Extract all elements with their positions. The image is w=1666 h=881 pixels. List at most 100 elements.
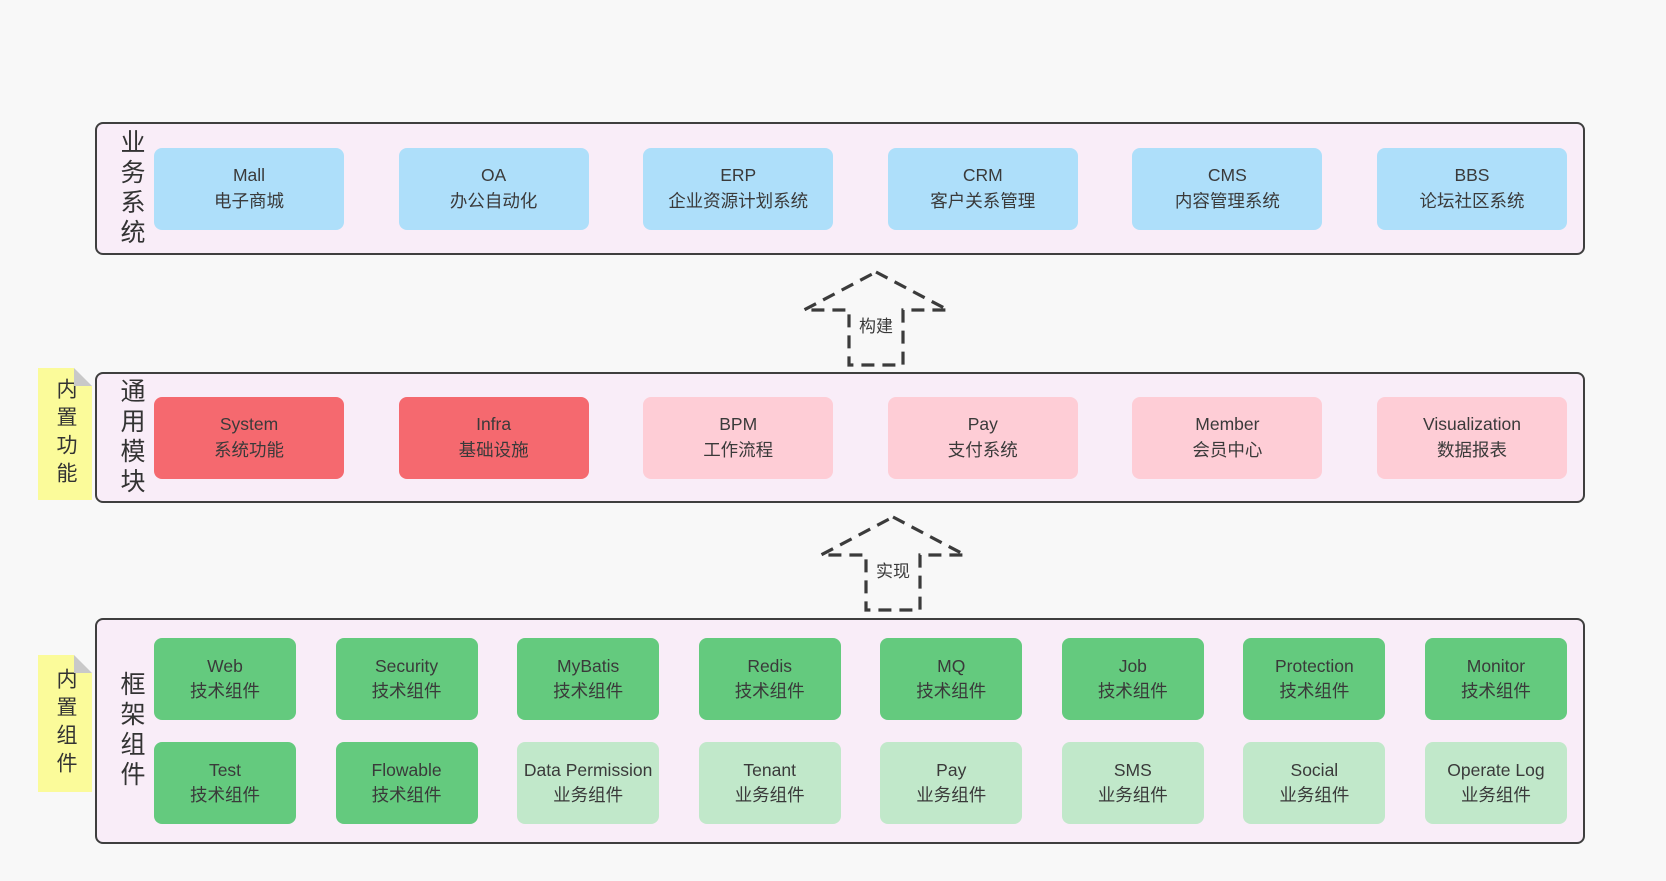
box-title: Pay <box>967 414 998 435</box>
box-title: Redis <box>747 655 793 676</box>
box-subtitle: 支付系统 <box>947 439 1018 460</box>
box-subtitle: 系统功能 <box>214 439 284 460</box>
diagram-box: CMS 内容管理系统 <box>1132 147 1323 230</box>
box-title: Monitor <box>1466 655 1526 676</box>
diagram-box: Security 技术组件 <box>335 638 478 720</box>
dashed-up-arrow-icon <box>820 515 966 612</box>
box-subtitle: 技术组件 <box>553 681 624 701</box>
diagram-box: Data Permission 业务组件 <box>517 742 660 824</box>
box-title: Member <box>1195 414 1260 435</box>
diagram-box: Operate Log 业务组件 <box>1424 742 1567 824</box>
box-title: Operate Log <box>1447 759 1545 780</box>
box-subtitle: 技术组件 <box>734 681 805 701</box>
diagram-box: Infra 基础设施 <box>398 396 589 479</box>
box-subtitle: 客户关系管理 <box>930 190 1036 211</box>
diagram-box: Pay 业务组件 <box>880 742 1023 824</box>
diagram-box: BPM 工作流程 <box>643 396 834 479</box>
box-subtitle: 技术组件 <box>916 681 987 701</box>
box-subtitle: 会员中心 <box>1192 439 1263 460</box>
box-title: Infra <box>476 414 512 435</box>
dashed-up-arrow-icon <box>803 270 949 367</box>
box-subtitle: 电子商城 <box>214 190 284 211</box>
box-subtitle: 技术组件 <box>1279 681 1350 701</box>
box-title: CRM <box>962 165 1003 186</box>
box-subtitle: 技术组件 <box>190 681 260 701</box>
diagram-box: Pay 支付系统 <box>887 396 1078 479</box>
box-subtitle: 论坛社区系统 <box>1419 190 1525 211</box>
box-subtitle: 业务组件 <box>1460 785 1531 805</box>
layer-label-business: 业务系统 <box>117 128 145 249</box>
box-title: System <box>219 414 279 435</box>
layer-label-components: 框架组件 <box>117 671 145 791</box>
layer-business-systems: 业务系统 Mall 电子商城 OA 办公自动化 ERP 企业资源计划系统 CRM 客户关系管理… <box>95 122 1585 255</box>
diagram-box: OA 办公自动化 <box>398 147 589 230</box>
box-subtitle: 工作流程 <box>703 439 774 460</box>
box-title: MQ <box>937 655 966 676</box>
diagram-box: Tenant 业务组件 <box>698 742 841 824</box>
box-title: OA <box>480 165 507 186</box>
box-subtitle: 企业资源计划系统 <box>668 190 809 211</box>
sticky-note-builtin-features: 内置功能 <box>38 368 92 500</box>
box-title: Mall <box>232 165 266 186</box>
diagram-box: Social 业务组件 <box>1243 742 1386 824</box>
diagram-box: MyBatis 技术组件 <box>517 638 660 720</box>
box-subtitle: 技术组件 <box>1097 681 1168 701</box>
box-title: CMS <box>1207 165 1247 186</box>
box-subtitle: 基础设施 <box>458 439 529 460</box>
arrow-implement: 实现 <box>817 513 969 613</box>
arrow-implement-label: 实现 <box>873 557 913 582</box>
box-title: Visualization <box>1423 414 1521 435</box>
diagram-box: Protection 技术组件 <box>1243 638 1386 720</box>
box-subtitle: 技术组件 <box>371 785 442 805</box>
box-title: SMS <box>1113 759 1152 780</box>
box-title: Data Permission <box>523 759 653 780</box>
box-subtitle: 业务组件 <box>734 785 805 805</box>
layer-label-modules: 通用模块 <box>117 377 145 498</box>
diagram-box: SMS 业务组件 <box>1061 742 1204 824</box>
box-title: BPM <box>719 414 758 435</box>
diagram-box: Redis 技术组件 <box>698 638 841 720</box>
diagram-box: System 系统功能 <box>154 396 344 479</box>
box-subtitle: 技术组件 <box>1460 681 1531 701</box>
box-subtitle: 内容管理系统 <box>1174 190 1280 211</box>
diagram-box: Mall 电子商城 <box>154 147 344 230</box>
box-title: MyBatis <box>557 655 620 676</box>
diagram-box: Monitor 技术组件 <box>1424 638 1567 720</box>
diagram-box: Flowable 技术组件 <box>335 742 478 824</box>
diagram-box: BBS 论坛社区系统 <box>1376 147 1567 230</box>
diagram-box: CRM 客户关系管理 <box>887 147 1078 230</box>
diagram-box: Web 技术组件 <box>154 638 296 720</box>
arrow-build: 构建 <box>800 268 952 368</box>
box-title: BBS <box>1454 165 1490 186</box>
box-subtitle: 业务组件 <box>553 785 624 805</box>
diagram-box: ERP 企业资源计划系统 <box>643 147 834 230</box>
business-boxes: Mall 电子商城 OA 办公自动化 ERP 企业资源计划系统 CRM 客户关系管理 CMS 内容… <box>154 124 1567 253</box>
box-subtitle: 业务组件 <box>916 785 987 805</box>
box-title: Protection <box>1274 655 1354 676</box>
box-subtitle: 技术组件 <box>371 681 442 701</box>
box-title: Web <box>207 655 243 676</box>
box-subtitle: 办公自动化 <box>449 190 538 211</box>
box-title: Social <box>1290 759 1339 780</box>
layer-common-modules: 通用模块 System 系统功能 Infra 基础设施 BPM 工作流程 Pay 支付系统 Me… <box>95 372 1585 503</box>
box-title: Tenant <box>743 759 796 780</box>
box-subtitle: 技术组件 <box>190 785 260 805</box>
diagram-box: MQ 技术组件 <box>880 638 1023 720</box>
box-title: ERP <box>720 165 757 186</box>
box-title: Pay <box>936 759 967 780</box>
arrow-build-label: 构建 <box>856 312 896 337</box>
box-subtitle: 业务组件 <box>1097 785 1168 805</box>
box-title: Security <box>374 655 439 676</box>
sticky-note-builtin-features-label: 内置功能 <box>54 378 77 490</box>
box-title: Flowable <box>371 759 442 780</box>
sticky-note-builtin-components: 内置组件 <box>38 655 92 792</box>
box-subtitle: 业务组件 <box>1279 785 1350 805</box>
